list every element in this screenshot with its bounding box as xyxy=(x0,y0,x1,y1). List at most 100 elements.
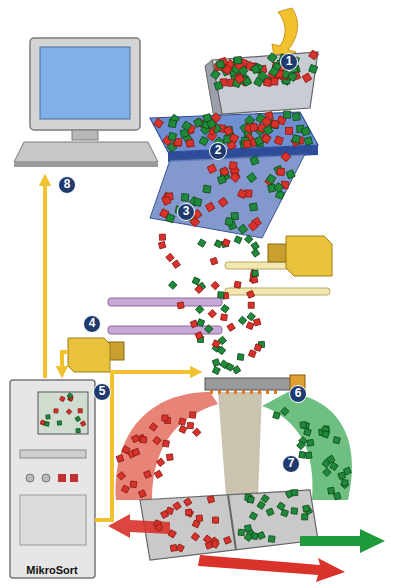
material-piece xyxy=(155,523,163,531)
material-piece xyxy=(247,290,255,298)
material-piece xyxy=(75,416,80,421)
material-piece xyxy=(175,139,182,146)
material-piece xyxy=(322,431,329,438)
monitor-housing xyxy=(30,38,140,130)
material-piece xyxy=(327,455,335,463)
material-piece xyxy=(154,118,164,128)
material-piece xyxy=(271,121,279,129)
material-piece xyxy=(198,239,206,247)
material-piece xyxy=(117,472,125,480)
tower-screen xyxy=(38,392,88,434)
material-piece xyxy=(76,429,80,433)
material-piece xyxy=(214,240,222,248)
material-piece xyxy=(307,439,314,446)
computer-tower xyxy=(10,380,95,578)
material-piece xyxy=(257,501,265,509)
camera xyxy=(68,338,110,372)
material-piece xyxy=(199,136,208,145)
material-piece xyxy=(186,509,194,517)
material-piece xyxy=(154,470,162,478)
material-piece xyxy=(237,189,246,198)
material-piece xyxy=(244,235,252,243)
material-piece xyxy=(194,118,203,127)
material-piece xyxy=(187,422,193,428)
reject-outflow-arrow xyxy=(198,555,345,582)
material-piece xyxy=(303,505,310,512)
callout-number: 5 xyxy=(93,383,111,401)
drive-slot xyxy=(20,450,86,458)
material-piece xyxy=(203,535,211,543)
material-piece xyxy=(245,525,252,532)
hopper-side xyxy=(205,60,222,118)
material-piece xyxy=(309,50,319,60)
material-piece xyxy=(291,508,298,515)
camera xyxy=(286,236,332,276)
material-piece xyxy=(292,135,301,144)
material-piece xyxy=(247,173,257,183)
accept-outflow-arrow xyxy=(300,529,385,553)
material-piece xyxy=(257,532,265,540)
material-piece xyxy=(251,64,261,74)
material-piece xyxy=(237,354,244,361)
material-piece xyxy=(343,467,351,475)
material-piece xyxy=(250,123,258,131)
material-piece xyxy=(170,545,177,552)
material-piece xyxy=(169,281,177,289)
material-piece xyxy=(149,423,157,431)
material-piece xyxy=(251,249,259,257)
ejector-bar xyxy=(205,378,293,390)
material-piece xyxy=(216,60,224,68)
material-piece xyxy=(286,170,295,179)
material-piece xyxy=(253,318,260,325)
material-piece xyxy=(168,530,176,538)
material-piece xyxy=(246,322,254,330)
material-piece xyxy=(218,292,225,299)
callout-number: 8 xyxy=(58,176,76,194)
material-piece xyxy=(234,236,242,244)
material-piece xyxy=(138,490,146,498)
material-piece xyxy=(251,242,259,250)
material-piece xyxy=(181,194,189,202)
keyboard-edge xyxy=(14,162,158,167)
material-piece xyxy=(168,120,176,128)
material-piece xyxy=(131,435,139,443)
material-piece xyxy=(309,65,318,74)
material-piece xyxy=(262,117,272,127)
material-piece xyxy=(271,120,279,128)
material-piece xyxy=(80,421,85,426)
material-piece xyxy=(217,346,225,354)
signal-line xyxy=(43,180,47,378)
material-piece xyxy=(330,462,338,470)
material-piece xyxy=(267,53,277,63)
vibrating-feeder xyxy=(150,112,318,152)
indicator xyxy=(58,474,66,482)
reject-stream xyxy=(116,392,218,500)
material-piece xyxy=(121,485,129,493)
ejector-nozzles xyxy=(210,390,277,394)
material-piece xyxy=(162,415,168,421)
material-piece xyxy=(286,127,293,134)
material-piece xyxy=(338,472,346,480)
material-piece xyxy=(185,509,192,516)
material-piece xyxy=(273,412,280,419)
material-piece xyxy=(57,421,61,425)
material-piece xyxy=(292,490,298,496)
material-piece xyxy=(163,440,170,447)
material-piece xyxy=(283,111,290,118)
material-piece xyxy=(203,185,211,193)
material-piece xyxy=(192,277,200,285)
material-piece xyxy=(193,198,202,207)
material-piece xyxy=(78,409,82,413)
material-piece xyxy=(212,367,220,375)
material-piece xyxy=(328,487,335,494)
material-piece xyxy=(341,479,348,486)
material-piece xyxy=(173,502,181,510)
monitor-stand xyxy=(72,130,98,140)
material-piece xyxy=(195,332,203,340)
material-piece xyxy=(248,302,254,308)
material-piece xyxy=(208,310,216,318)
callout-number: 7 xyxy=(282,455,300,473)
material-piece xyxy=(222,239,230,247)
material-piece xyxy=(179,425,187,433)
material-piece xyxy=(205,202,215,212)
